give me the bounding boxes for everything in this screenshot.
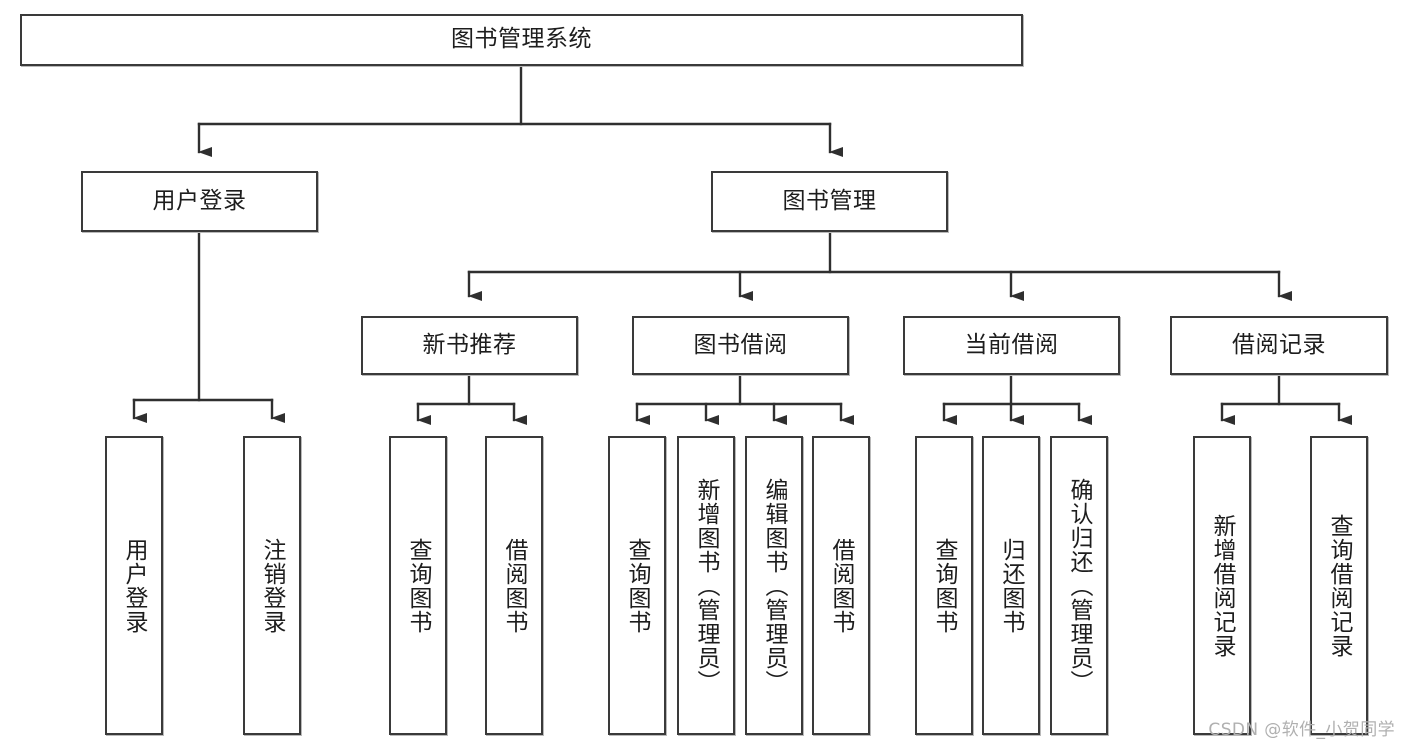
node-current-borrow[interactable]: 当前借阅: [903, 316, 1120, 375]
node-new-book-recommend[interactable]: 新书推荐: [361, 316, 578, 375]
node-leaf-edit-book-label: 编辑图书（管理员）: [761, 477, 788, 694]
node-leaf-query-book-2[interactable]: 查询图书: [608, 436, 666, 735]
node-leaf-confirm-return[interactable]: 确认归还（管理员）: [1050, 436, 1108, 735]
node-book-management[interactable]: 图书管理: [711, 171, 948, 232]
node-leaf-return-book[interactable]: 归还图书: [982, 436, 1040, 735]
node-leaf-query-book-1-label: 查询图书: [405, 537, 432, 634]
node-root[interactable]: 图书管理系统: [20, 14, 1023, 66]
node-leaf-query-book-2-label: 查询图书: [624, 537, 651, 634]
node-leaf-borrow-book-2[interactable]: 借阅图书: [812, 436, 870, 735]
node-borrow-record[interactable]: 借阅记录: [1170, 316, 1388, 375]
node-leaf-add-book[interactable]: 新增图书（管理员）: [677, 436, 735, 735]
node-leaf-query-borrow-record-label: 查询借阅记录: [1326, 513, 1353, 658]
node-leaf-logout-login[interactable]: 注销登录: [243, 436, 301, 735]
node-leaf-query-borrow-record[interactable]: 查询借阅记录: [1310, 436, 1368, 735]
node-leaf-user-login[interactable]: 用户登录: [105, 436, 163, 735]
node-borrow-record-label: 借阅记录: [1232, 331, 1326, 358]
node-leaf-borrow-book-1[interactable]: 借阅图书: [485, 436, 543, 735]
node-leaf-query-book-3-label: 查询图书: [931, 537, 958, 634]
node-leaf-add-borrow-record[interactable]: 新增借阅记录: [1193, 436, 1251, 735]
node-root-label: 图书管理系统: [451, 26, 592, 53]
node-leaf-return-book-label: 归还图书: [998, 537, 1025, 634]
node-user-login[interactable]: 用户登录: [81, 171, 318, 232]
node-leaf-confirm-return-label: 确认归还（管理员）: [1066, 477, 1093, 694]
node-current-borrow-label: 当前借阅: [964, 331, 1059, 358]
node-leaf-borrow-book-2-label: 借阅图书: [828, 537, 855, 634]
node-leaf-logout-login-label: 注销登录: [259, 537, 286, 634]
node-book-management-label: 图书管理: [782, 187, 877, 214]
node-leaf-query-book-1[interactable]: 查询图书: [389, 436, 447, 735]
node-leaf-user-login-label: 用户登录: [121, 537, 148, 634]
node-leaf-borrow-book-1-label: 借阅图书: [501, 537, 528, 634]
node-leaf-query-book-3[interactable]: 查询图书: [915, 436, 973, 735]
node-leaf-add-book-label: 新增图书（管理员）: [693, 477, 720, 694]
node-book-borrow[interactable]: 图书借阅: [632, 316, 849, 375]
node-leaf-add-borrow-record-label: 新增借阅记录: [1209, 513, 1236, 658]
node-leaf-edit-book[interactable]: 编辑图书（管理员）: [745, 436, 803, 735]
node-book-borrow-label: 图书借阅: [693, 331, 788, 358]
node-user-login-label: 用户登录: [152, 187, 247, 214]
node-new-book-recommend-label: 新书推荐: [422, 331, 517, 358]
